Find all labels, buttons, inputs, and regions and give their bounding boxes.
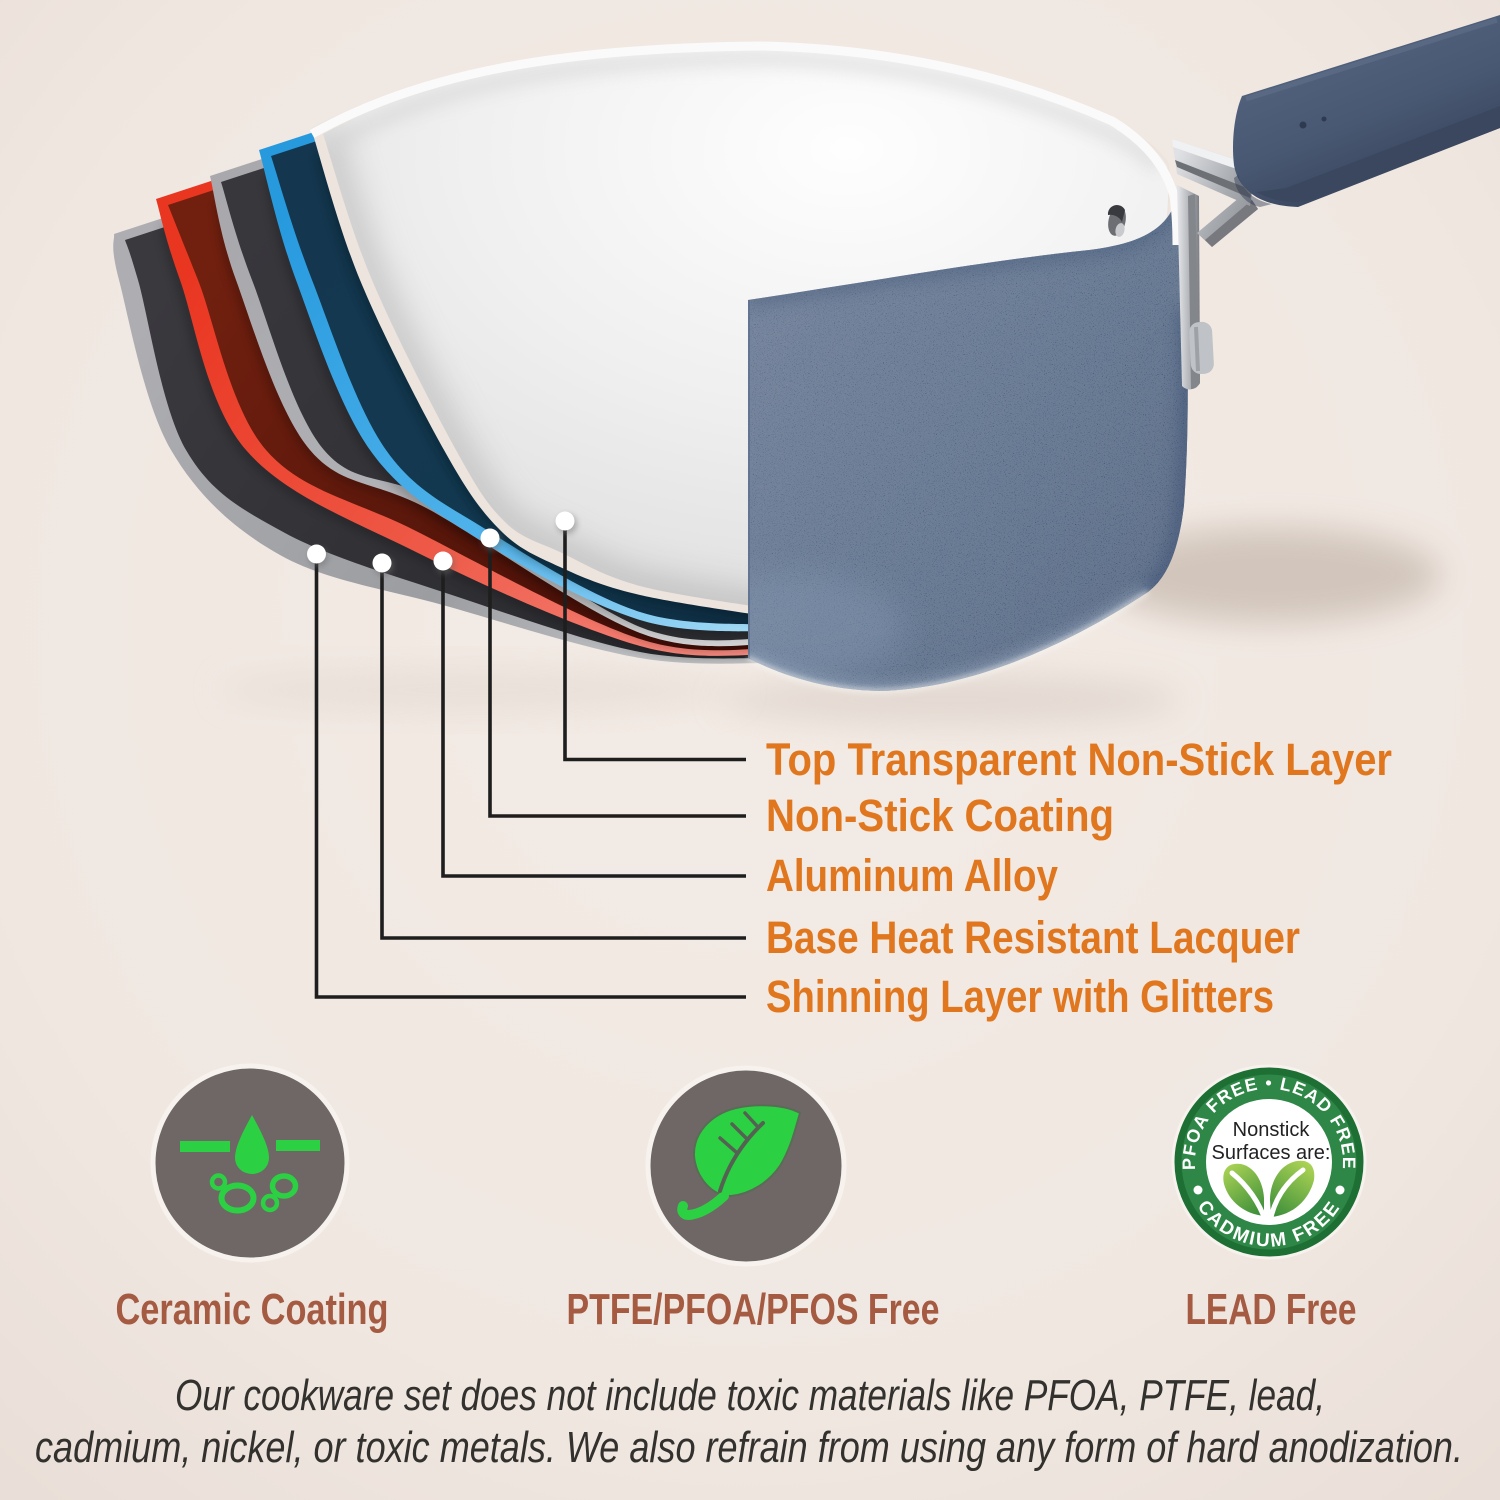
svg-text:LEAD Free: LEAD Free [1186,1285,1357,1334]
svg-text:Base Heat Resistant Lacquer: Base Heat Resistant Lacquer [766,912,1300,963]
svg-text:Top Transparent Non-Stick Laye: Top Transparent Non-Stick Layer [766,734,1392,785]
svg-text:Shinning Layer with Glitters: Shinning Layer with Glitters [766,971,1274,1022]
svg-text:Nonstick: Nonstick [1233,1119,1311,1141]
svg-text:Aluminum Alloy: Aluminum Alloy [766,850,1058,901]
svg-text:Ceramic Coating: Ceramic Coating [116,1285,389,1334]
svg-text:Surfaces are:: Surfaces are: [1212,1142,1331,1164]
svg-text:cadmium, nickel, or toxic meta: cadmium, nickel, or toxic metals. We als… [35,1423,1463,1472]
svg-text:Non-Stick Coating: Non-Stick Coating [766,790,1114,841]
svg-text:Our cookware set does not incl: Our cookware set does not include toxic … [175,1371,1325,1420]
svg-text:PTFE/PFOA/PFOS Free: PTFE/PFOA/PFOS Free [567,1285,940,1334]
